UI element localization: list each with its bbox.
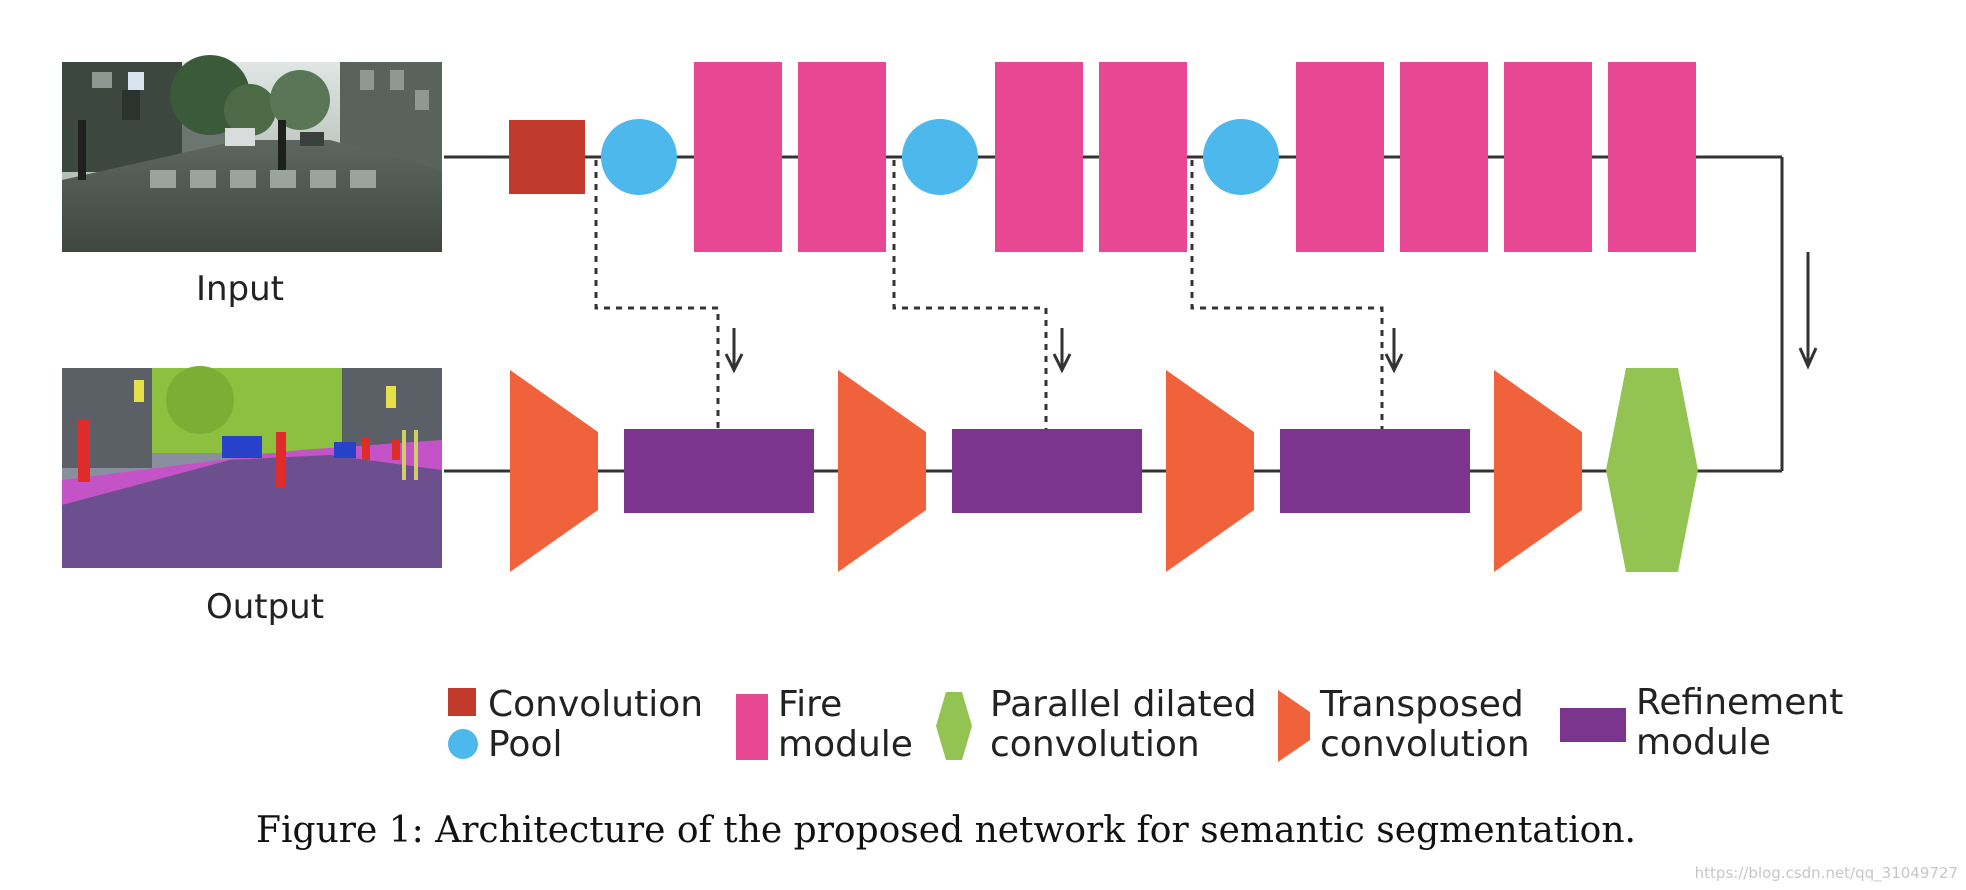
legend-fire-label-2: module <box>778 724 913 765</box>
input-image <box>62 55 442 252</box>
skip-connection-3 <box>1190 160 1384 430</box>
legend-transposed-swatch <box>1278 690 1310 762</box>
output-image <box>62 366 442 568</box>
legend-fire-label-1: Fire <box>778 684 842 725</box>
legend-pool-label: Pool <box>488 724 562 765</box>
fire-module-6 <box>1400 62 1488 252</box>
fire-module-7 <box>1504 62 1592 252</box>
input-label: Input <box>196 269 284 309</box>
legend-convolution-label: Convolution <box>488 684 703 725</box>
decoder-path <box>444 368 1782 572</box>
fire-module-1 <box>694 62 782 252</box>
legend: Convolution Pool Fire module Parallel di… <box>448 682 1843 765</box>
down-arrow-icon <box>1798 252 1818 370</box>
skip-arrow-icons <box>724 328 1404 374</box>
legend-convolution-swatch <box>448 688 476 716</box>
legend-refinement-label-2: module <box>1636 722 1771 763</box>
legend-transposed-label-2: convolution <box>1320 724 1530 765</box>
legend-transposed-label-1: Transposed <box>1319 684 1524 725</box>
fire-module-3 <box>995 62 1083 252</box>
encoder-path <box>444 62 1784 471</box>
fire-module-8 <box>1608 62 1696 252</box>
fire-module-5 <box>1296 62 1384 252</box>
legend-refinement-label-1: Refinement <box>1636 682 1843 723</box>
pool-node-1 <box>601 119 677 195</box>
watermark: https://blog.csdn.net/qq_31049727 <box>1695 864 1958 883</box>
convolution-block <box>509 120 585 194</box>
legend-dilated-swatch <box>936 692 972 760</box>
refinement-module-1 <box>624 429 814 513</box>
skip-connection-1 <box>594 160 720 430</box>
refinement-module-3 <box>1280 429 1470 513</box>
figure-caption: Figure 1: Architecture of the proposed n… <box>256 810 1636 851</box>
legend-dilated-label-2: convolution <box>990 724 1200 765</box>
skip-connections <box>594 160 1384 430</box>
skip-connection-2 <box>892 160 1048 430</box>
parallel-dilated-convolution <box>1606 368 1698 572</box>
legend-refinement-swatch <box>1560 708 1626 742</box>
legend-dilated-label-1: Parallel dilated <box>990 684 1257 725</box>
fire-module-2 <box>798 62 886 252</box>
transposed-convolution-4 <box>1494 370 1582 572</box>
legend-pool-swatch <box>448 729 478 759</box>
output-label: Output <box>206 587 324 627</box>
pool-node-2 <box>902 119 978 195</box>
refinement-module-2 <box>952 429 1142 513</box>
transposed-convolution-1 <box>510 370 598 572</box>
legend-fire-swatch <box>736 694 768 760</box>
pool-node-3 <box>1203 119 1279 195</box>
transposed-convolution-2 <box>838 370 926 572</box>
transposed-convolution-3 <box>1166 370 1254 572</box>
fire-module-4 <box>1099 62 1187 252</box>
